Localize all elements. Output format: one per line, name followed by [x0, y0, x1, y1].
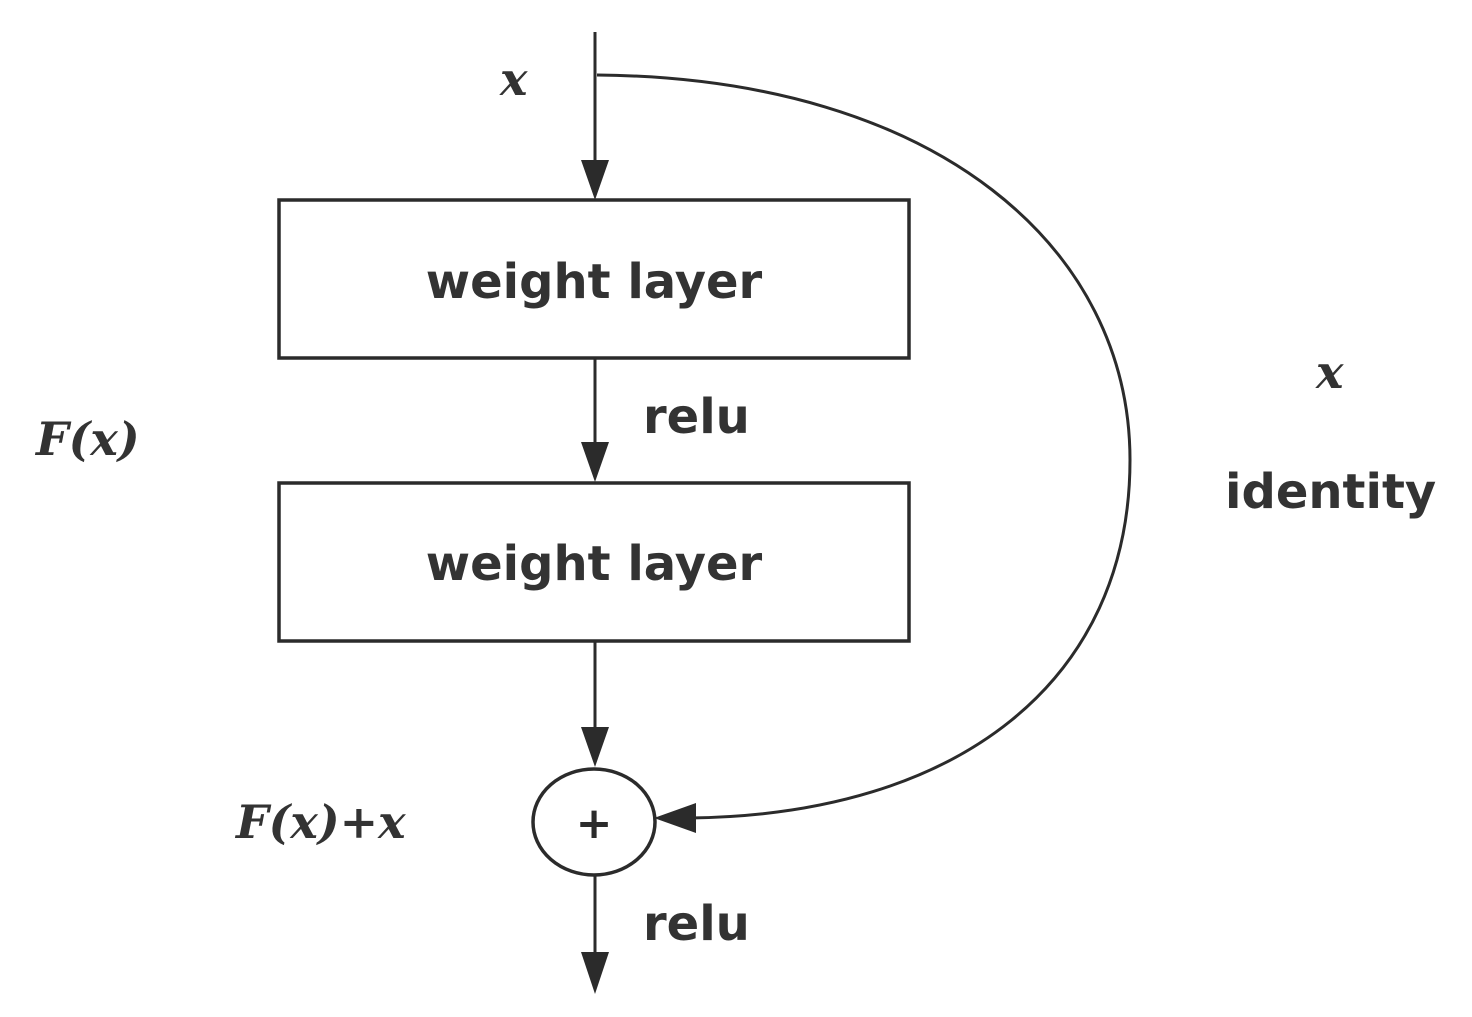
shortcut-x-label: x: [1315, 345, 1344, 399]
relu-label-1: relu: [643, 389, 750, 445]
relu-label-2: relu: [643, 896, 750, 952]
sum-node: +: [531, 767, 657, 877]
residual-arrow: [581, 641, 609, 767]
identity-shortcut: [596, 73, 1132, 833]
weight-layer-2: weight layer: [277, 481, 911, 643]
weight-layer-1: weight layer: [277, 198, 911, 360]
residual-function-label: F(x): [34, 412, 140, 466]
input-arrow: [581, 32, 609, 200]
plus-icon: +: [576, 798, 613, 849]
sum-label: F(x)+x: [234, 795, 406, 849]
weight-layer-1-label: weight layer: [426, 254, 763, 310]
output-arrow: [581, 875, 609, 994]
relu-arrow: [581, 358, 609, 482]
identity-label: identity: [1225, 464, 1436, 520]
input-label: x: [499, 52, 528, 106]
weight-layer-2-label: weight layer: [426, 536, 763, 592]
